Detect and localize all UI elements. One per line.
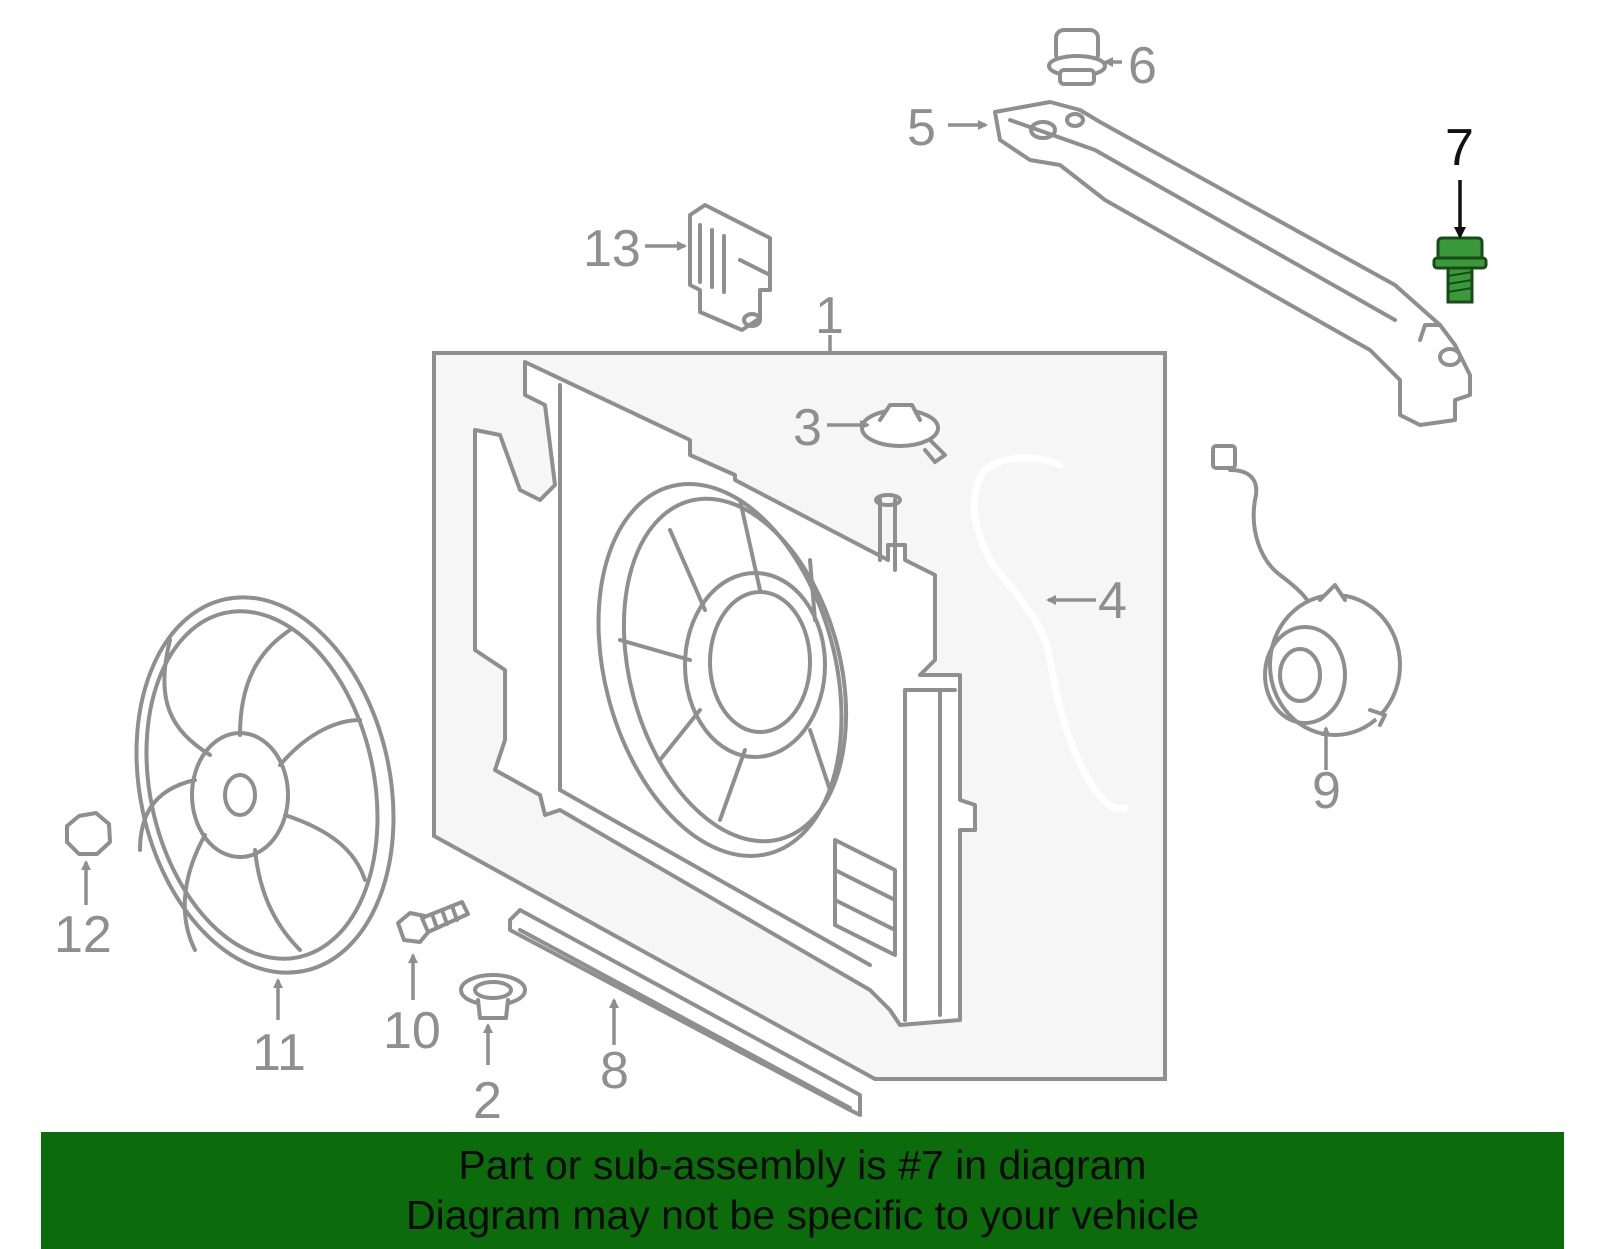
part-9-fan-motor (1211, 444, 1402, 737)
callout-6: 6 (1128, 37, 1157, 95)
part-7-bolt-highlighted (1432, 180, 1488, 304)
part-4-hose (970, 454, 1129, 813)
banner-line-disclaimer: Diagram may not be specific to your vehi… (405, 1192, 1199, 1238)
callout-7: 7 (1445, 119, 1474, 177)
part-5-bracket (993, 100, 1472, 427)
part-info-banner: Part or sub-assembly is #7 in diagram Di… (41, 1132, 1564, 1249)
callout-13: 13 (583, 220, 641, 278)
part-3-cap (860, 403, 947, 464)
part-10-bolt (396, 900, 470, 944)
callout-4: 4 (1098, 572, 1127, 630)
callout-2: 2 (473, 1072, 502, 1130)
part-8-seal-strip (508, 908, 862, 1117)
callout-5: 5 (907, 99, 936, 157)
callout-labels: 1 2 3 4 5 6 7 8 9 10 11 12 13 (54, 37, 1474, 1130)
fan-shroud (473, 360, 977, 1027)
part-13-connector (688, 203, 772, 332)
callout-10: 10 (383, 1002, 441, 1060)
callout-1: 1 (815, 287, 844, 345)
callout-12: 12 (54, 906, 112, 964)
callout-arrows (81, 57, 1331, 1065)
part-2-grommet (459, 973, 527, 1020)
callout-3: 3 (793, 399, 822, 457)
part-6-grommet (1047, 28, 1107, 86)
callout-11: 11 (252, 1024, 306, 1082)
banner-line-part: Part or sub-assembly is #7 in diagram (458, 1142, 1147, 1188)
part-11-fan-blade (134, 595, 396, 975)
callout-8: 8 (600, 1042, 629, 1100)
part-12-nut (65, 811, 112, 856)
callout-9: 9 (1312, 762, 1341, 820)
